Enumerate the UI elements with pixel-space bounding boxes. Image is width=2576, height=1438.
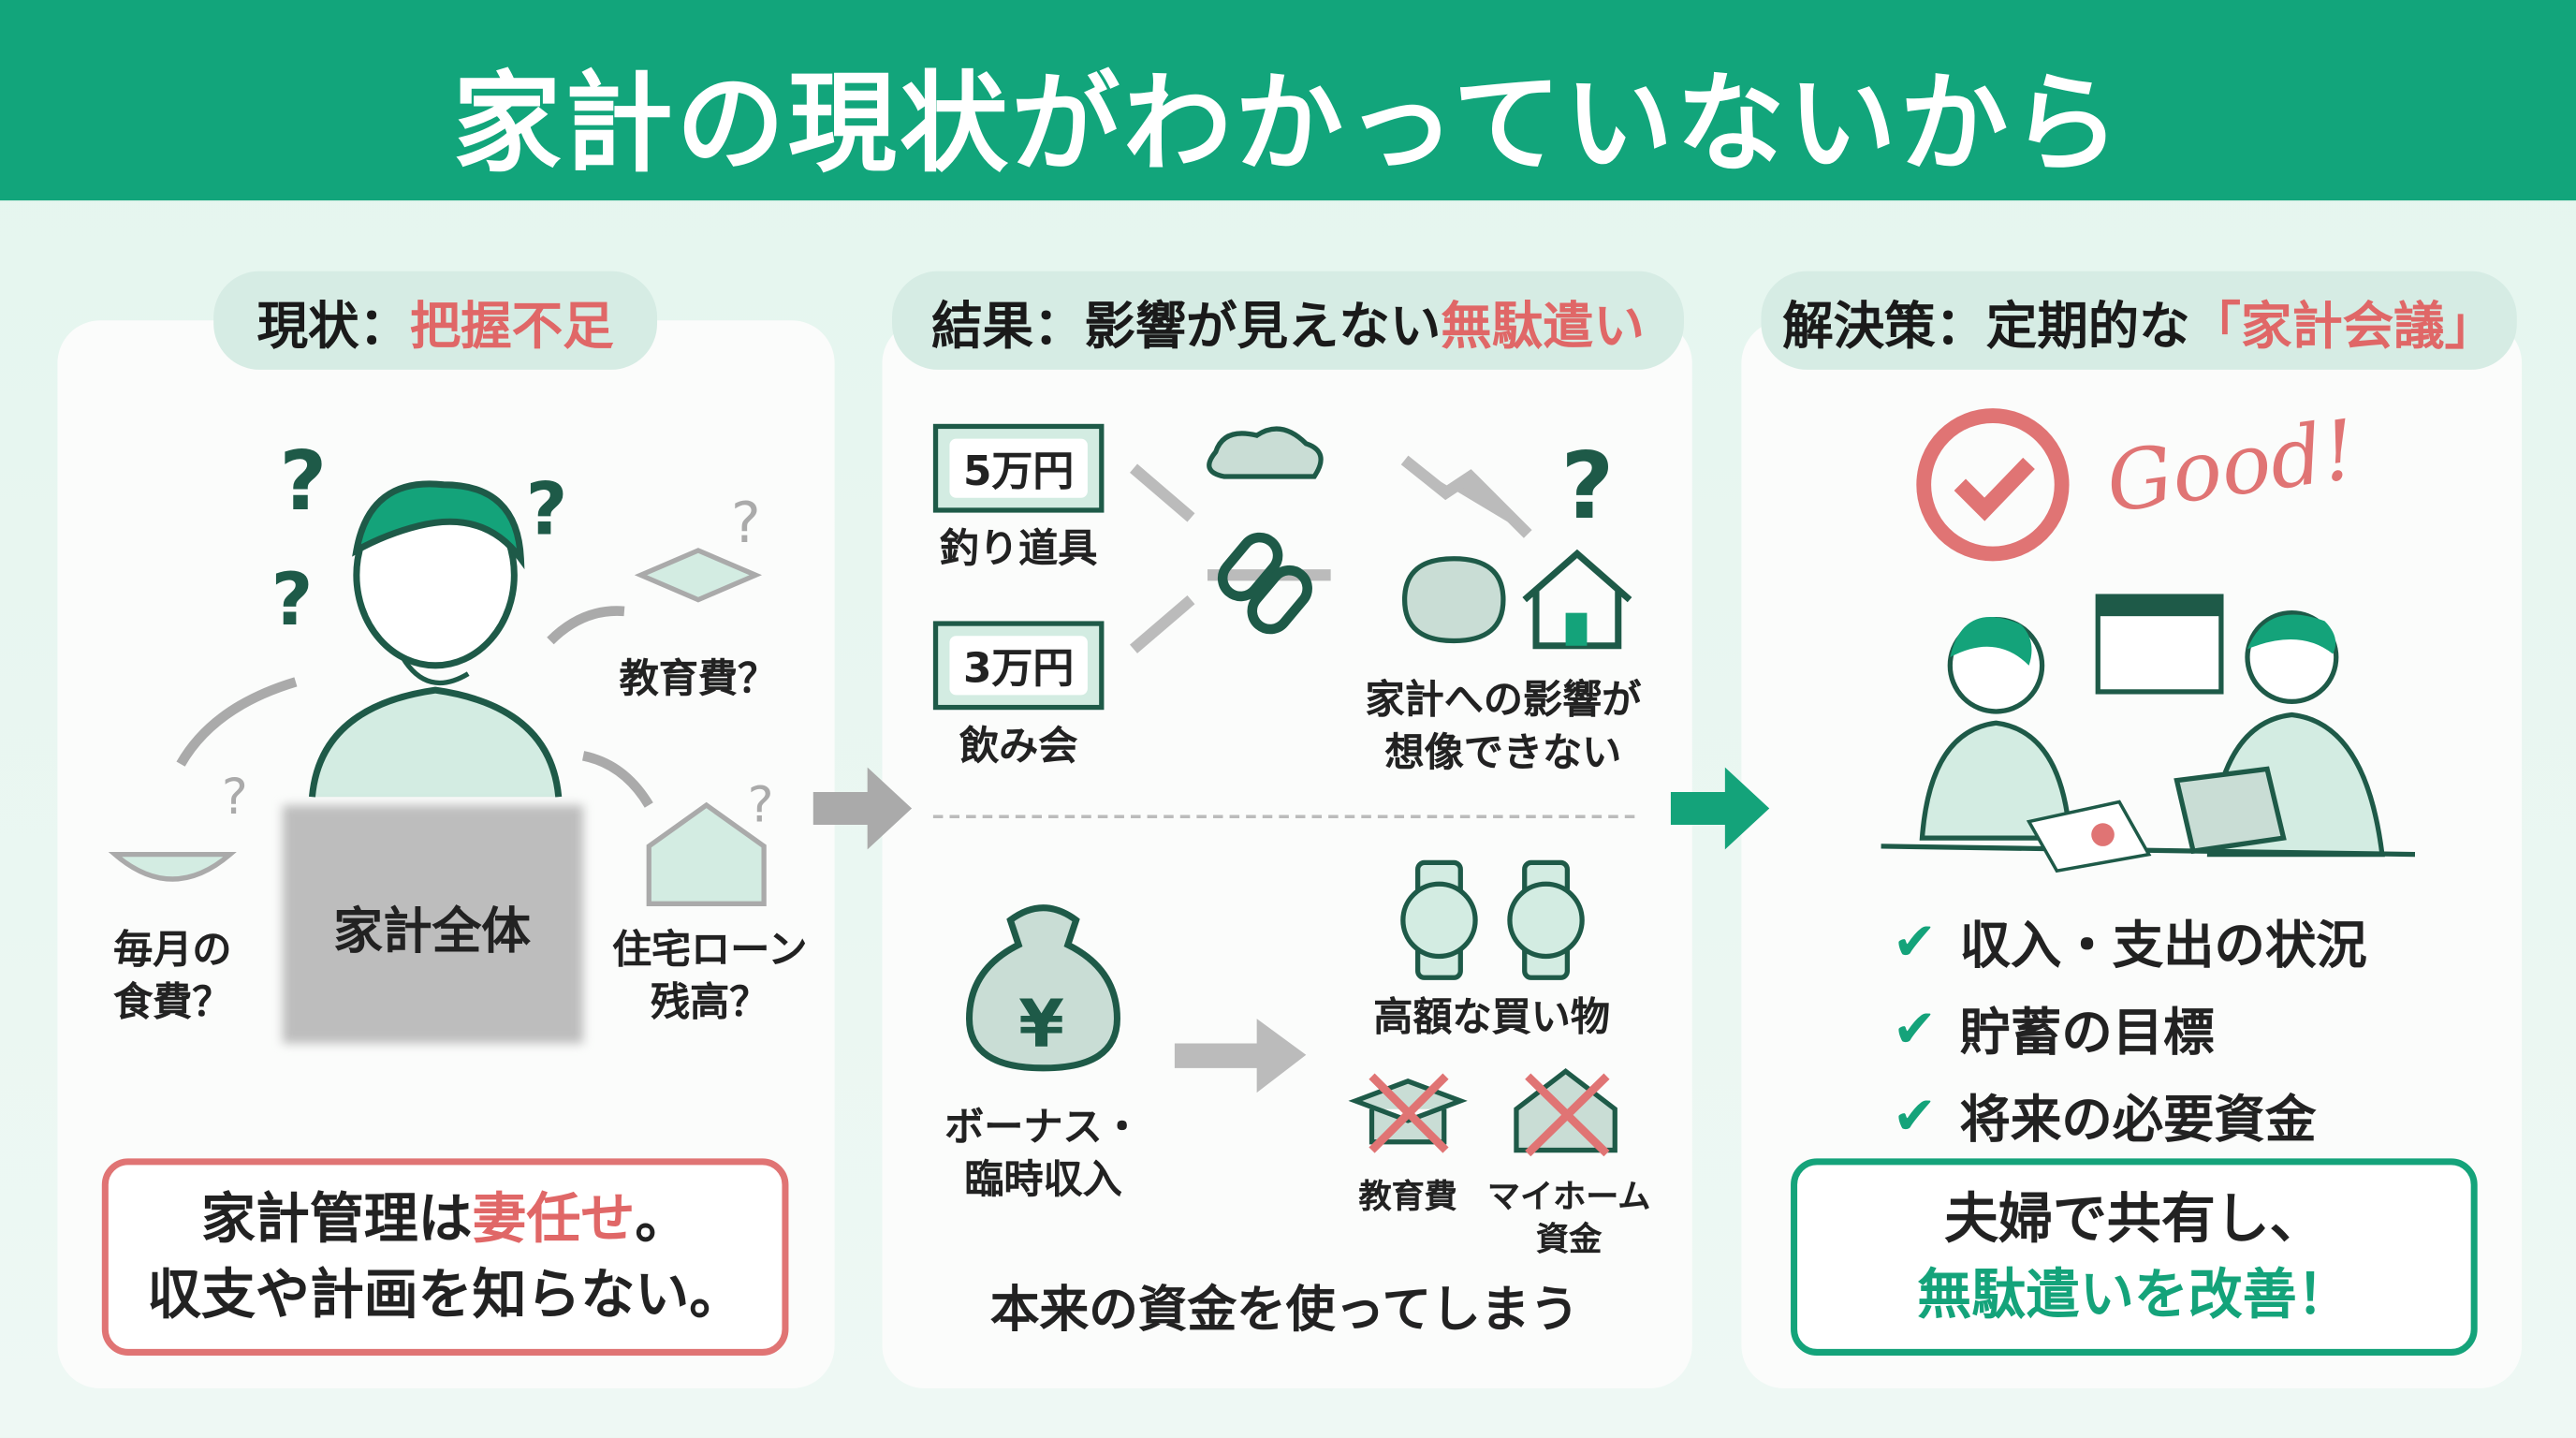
fishing-label: 釣り道具 [939,525,1098,572]
loan-label: 住宅ローン残高？ [611,926,808,1026]
chain-icon [1217,532,1312,635]
svg-text:?: ? [748,777,774,834]
svg-text:?: ? [731,492,761,556]
watch-icons [1400,859,1585,980]
page-title: 家計の現状がわかっていないから [452,60,2124,188]
green-arrow-icon [1670,767,1770,850]
check-circle-icon [1916,408,2070,562]
checkmark-icon: ✔ [1892,1083,1937,1147]
svg-text:¥: ¥ [1018,986,1064,1063]
cloud-icon [1207,426,1324,479]
solution-note: 夫婦で共有し、 無駄遣いを改善！ [1791,1158,2478,1356]
impact-illustration: ? [1130,426,1632,653]
impact-label: 家計への影響が想像できない [1365,677,1642,776]
crossed-home-icon [1514,1068,1617,1157]
couple-meeting-illustration [1881,594,2416,873]
gray-arrow-icon [812,767,913,850]
purchase-label: 高額な買い物 [1373,993,1610,1040]
check-list: ✔収入・支出の状況 ✔貯蓄の目標 ✔将来の必要資金 [1893,903,2367,1152]
household-total-label: 家計全体 [333,903,531,961]
wallet-icon [1401,556,1506,644]
lost-home-label: マイホーム資金 [1486,1176,1651,1259]
confused-person-illustration: ? ? ? ? ? ? [108,433,774,906]
bill-5man: 5万円 [932,423,1105,513]
blurred-box [282,804,584,1044]
current-note: 家計管理は妻任せ。 収支や計画を知らない。 [101,1158,789,1356]
question-mark-icon: ? [1560,433,1614,540]
svg-text:?: ? [222,769,248,826]
money-bag-icon [965,904,1120,1072]
heading-result: 結果：影響が見えない無駄遣い [892,271,1684,370]
heading-current: 現状：把握不足 [213,271,658,370]
education-label: 教育費？ [619,655,778,702]
checkmark-icon: ✔ [1892,909,1937,973]
crossed-education-icon [1348,1073,1468,1153]
spending-illustration: ¥ [965,859,1617,1157]
header-band [0,0,2576,201]
bonus-label: ボーナス・臨時収入 [944,1104,1142,1203]
conclusion-label: 本来の資金を使ってしまう [989,1281,1580,1340]
bill-3man: 3万円 [932,621,1105,711]
check-item: ✔将来の必要資金 [1892,1083,2317,1151]
food-label: 毎月の食費？ [113,926,232,1026]
svg-text:?: ? [271,558,314,642]
heading-solution: 解決策：定期的な「家計会議」 [1761,271,2517,370]
svg-text:?: ? [526,467,568,551]
question-mark-icon: ? [279,433,327,529]
checkmark-icon: ✔ [1892,996,1937,1060]
gray-arrow-icon [1174,1019,1307,1093]
lost-education-label: 教育費 [1358,1176,1457,1216]
check-item: ✔貯蓄の目標 [1892,996,2215,1064]
drinking-label: 飲み会 [959,723,1078,770]
divider [932,814,1635,819]
check-item: ✔収入・支出の状況 [1892,909,2367,976]
